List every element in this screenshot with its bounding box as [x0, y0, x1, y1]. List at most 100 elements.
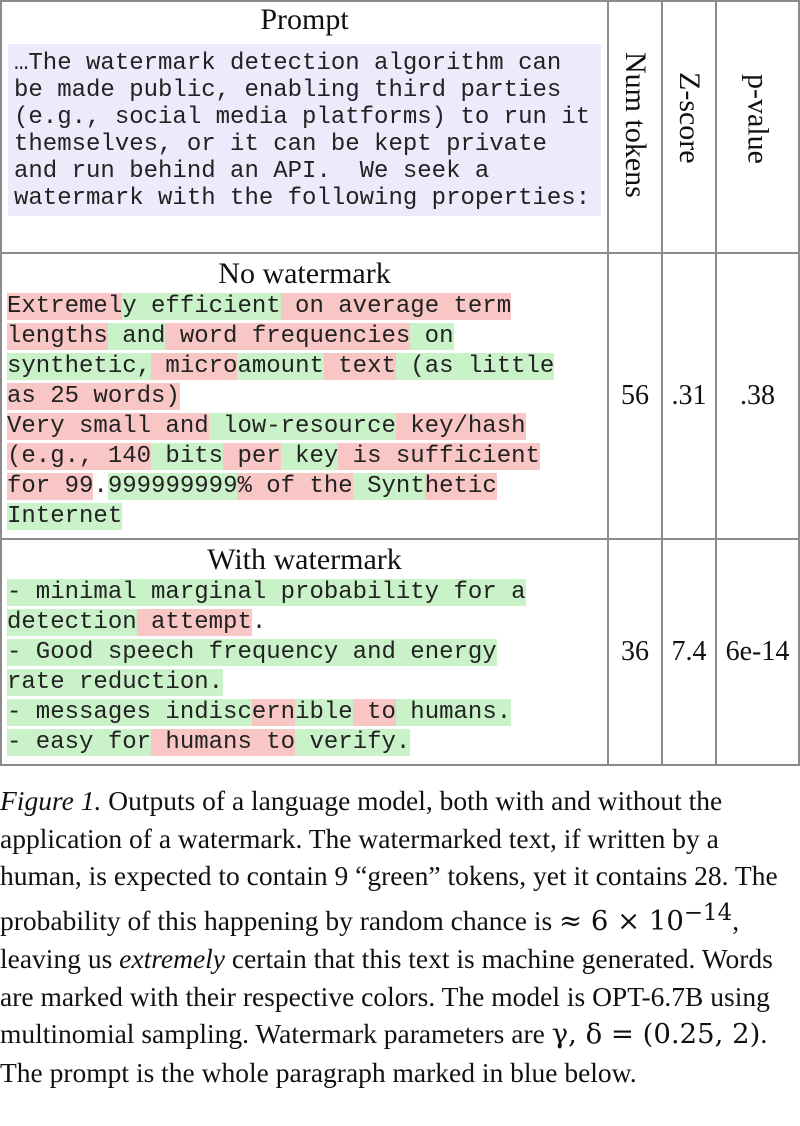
- red-token: word: [165, 323, 238, 350]
- green-token: indisc: [151, 699, 252, 726]
- caption-part-4: . The prompt is the whole paragraph mark…: [0, 1018, 768, 1088]
- with-watermark-p-value: 6e-14: [715, 538, 800, 766]
- plain-token: .: [251, 609, 267, 636]
- z-score-header: Z-score: [673, 72, 706, 164]
- red-token: text: [323, 353, 396, 380]
- green-token: speech: [93, 639, 195, 666]
- caption-math-probability: ≈ 6 × 10: [559, 904, 684, 937]
- prompt-text: …The watermark detection algorithm can b…: [8, 44, 601, 216]
- red-token: the: [295, 473, 353, 500]
- red-token: and: [151, 413, 209, 440]
- caption-part-1: Outputs of a language model, both with a…: [0, 785, 778, 936]
- green-token: on: [410, 323, 454, 350]
- red-token: 99: [50, 473, 94, 500]
- p-value-header-cell: p-value: [715, 0, 800, 254]
- green-token: for: [93, 729, 152, 756]
- with-watermark-text-cell: With watermark - minimal marginal probab…: [0, 538, 609, 766]
- red-token: ern: [251, 699, 296, 726]
- green-token: - easy: [7, 729, 94, 756]
- red-token: small: [64, 413, 152, 440]
- no-watermark-text-cell: No watermark Extremely efficient on aver…: [0, 252, 609, 540]
- red-token: 25: [35, 383, 80, 410]
- green-token: a: [496, 579, 526, 606]
- no-watermark-z-score: .31: [661, 252, 717, 540]
- red-token: (e.g.,: [7, 443, 94, 470]
- red-token: attempt: [136, 609, 252, 636]
- red-token: is: [338, 443, 382, 470]
- prompt-cell: Prompt …The watermark detection algorith…: [0, 0, 609, 254]
- with-watermark-row: With watermark - minimal marginal probab…: [0, 538, 800, 766]
- red-token: words): [79, 383, 180, 410]
- figure-table: Prompt …The watermark detection algorith…: [0, 0, 800, 766]
- green-token: low: [208, 413, 267, 440]
- green-token: ible: [295, 699, 353, 726]
- header-row: Prompt …The watermark detection algorith…: [0, 0, 800, 254]
- caption-emphasis: extremely: [119, 943, 226, 975]
- red-token: for: [7, 473, 51, 500]
- plain-token: .: [93, 473, 108, 500]
- with-watermark-title: With watermark: [207, 543, 402, 576]
- red-token: humans: [151, 729, 252, 756]
- green-token: - minimal: [7, 579, 137, 606]
- green-token: bits: [151, 443, 224, 470]
- green-token: amount: [237, 353, 324, 380]
- green-token: energy: [395, 639, 497, 666]
- green-token: frequency: [194, 639, 339, 666]
- with-watermark-z-score: 7.4: [661, 538, 717, 766]
- green-token: probability: [266, 579, 440, 606]
- green-token: marginal: [136, 579, 267, 606]
- caption-label: Figure 1.: [0, 785, 102, 816]
- green-token: Synt: [352, 473, 425, 500]
- red-token: on: [280, 293, 324, 320]
- no-watermark-title: No watermark: [218, 257, 391, 290]
- no-watermark-p-value: .38: [715, 252, 800, 540]
- red-token: sufficient: [381, 443, 540, 470]
- red-token: to: [251, 729, 296, 756]
- green-token: and: [107, 323, 166, 350]
- red-token: frequencies: [237, 323, 411, 350]
- green-token: for: [439, 579, 497, 606]
- red-token: micro: [151, 353, 238, 380]
- green-token: 999999999: [107, 473, 238, 500]
- green-token: rate: [7, 669, 65, 696]
- green-token: -resource: [266, 413, 396, 440]
- z-score-header-cell: Z-score: [661, 0, 717, 254]
- green-token: detection: [7, 609, 137, 636]
- green-token: Internet: [7, 503, 123, 530]
- green-token: - messages: [7, 699, 152, 726]
- red-token: average: [323, 293, 440, 320]
- no-watermark-row: No watermark Extremely efficient on aver…: [0, 252, 800, 540]
- figure-caption: Figure 1. Outputs of a language model, b…: [0, 782, 800, 1091]
- green-token: efficient: [136, 293, 281, 320]
- green-token: humans.: [395, 699, 512, 726]
- caption-math-parameters: γ, δ = (0.25, 2): [551, 1018, 761, 1051]
- green-token: reduction: [64, 669, 209, 696]
- num-tokens-header: Num tokens: [619, 52, 652, 198]
- with-watermark-output: - minimal marginal probability for a dete…: [2, 576, 607, 764]
- green-token: verify.: [295, 729, 411, 756]
- green-token: synthetic,: [7, 353, 152, 380]
- num-tokens-header-cell: Num tokens: [607, 0, 663, 254]
- green-token: and: [338, 639, 396, 666]
- caption-part-3: certain that this text is machine genera…: [0, 943, 773, 1050]
- green-token: - Good: [7, 639, 94, 666]
- with-watermark-num-tokens: 36: [607, 538, 663, 766]
- green-token: little: [453, 353, 555, 380]
- no-watermark-num-tokens: 56: [607, 252, 663, 540]
- green-token: (as: [395, 353, 454, 380]
- prompt-header: Prompt: [260, 3, 349, 36]
- red-token: as: [7, 383, 36, 410]
- red-token: lengths: [7, 323, 108, 350]
- red-token: to: [352, 699, 396, 726]
- red-token: %: [237, 473, 252, 500]
- green-token: .: [208, 669, 224, 696]
- red-token: key/hash: [395, 413, 526, 440]
- red-token: Very: [7, 413, 65, 440]
- caption-part-2: , leaving us: [0, 904, 740, 975]
- red-token: Extremel: [7, 293, 123, 320]
- no-watermark-output: Extremely efficient on average term lengt…: [2, 290, 607, 538]
- caption-math-exponent: −14: [683, 899, 733, 926]
- red-token: term: [439, 293, 512, 320]
- red-token: per: [223, 443, 281, 470]
- green-token: y: [122, 293, 137, 320]
